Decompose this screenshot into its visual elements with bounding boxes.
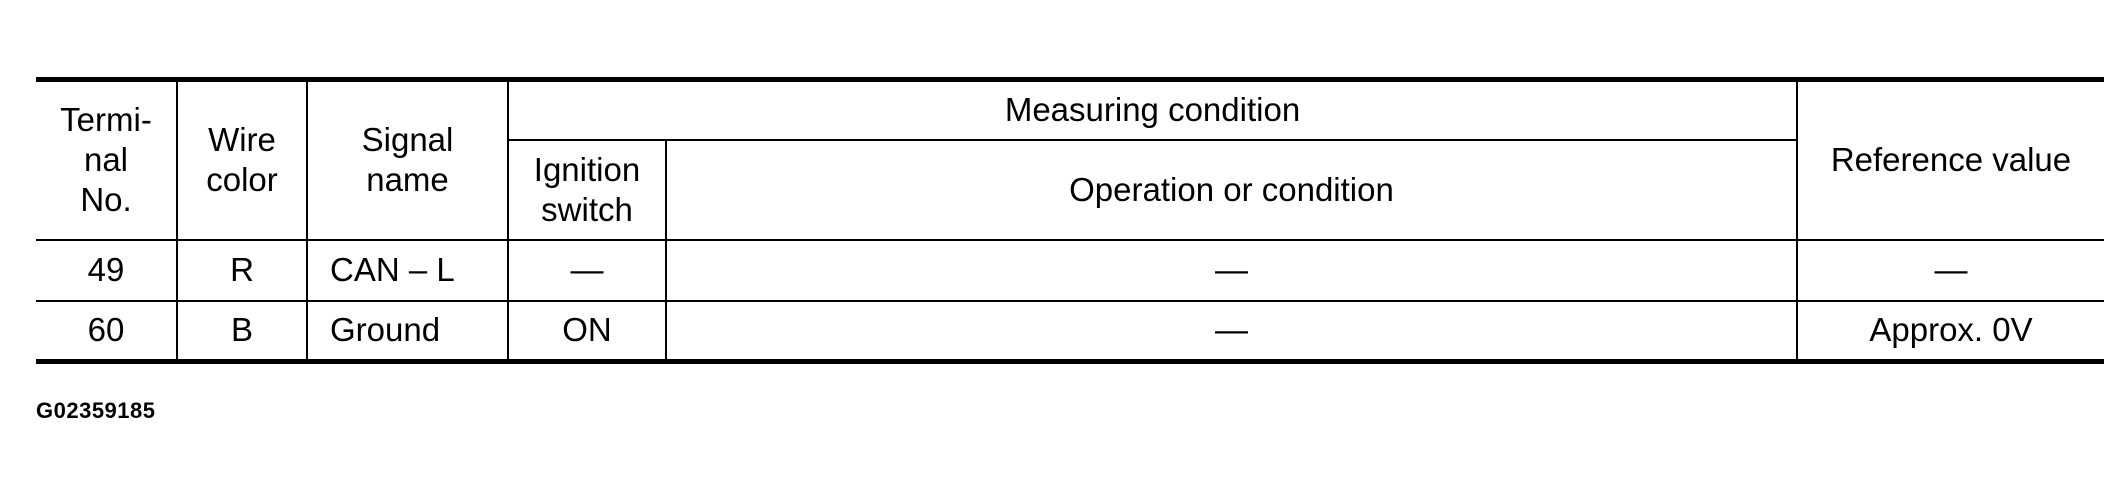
header-terminal-no: Termi- nal No. — [36, 78, 178, 241]
header-reference-value: Reference value — [1796, 78, 2104, 241]
cell-wire-color: R — [176, 238, 308, 302]
header-signal-name: Signal name — [306, 78, 509, 241]
table-row: 60 B Ground ON — Approx. 0V — [36, 299, 2104, 363]
cell-terminal: 60 — [36, 299, 178, 363]
figure-code: G02359185 — [36, 398, 156, 423]
cell-ignition-switch: — — [507, 238, 667, 302]
cell-operation: — — [665, 299, 1798, 363]
header-operation-condition: Operation or condition — [665, 138, 1797, 241]
cell-ignition-switch: ON — [507, 299, 667, 363]
cell-wire-color: B — [176, 299, 308, 363]
header-wire-color: Wire color — [176, 78, 308, 241]
cell-terminal: 49 — [36, 238, 178, 302]
terminal-table-container: Termi- nal No. Wire color Signal name Me… — [36, 77, 2104, 364]
header-ignition-switch: Ignition switch — [508, 138, 667, 241]
table-row: 49 R CAN – L — — — — [36, 238, 2104, 302]
cell-signal-name: CAN – L — [306, 238, 509, 302]
cell-reference-value: — — [1796, 238, 2104, 302]
cell-signal-name: Ground — [306, 299, 509, 363]
cell-operation: — — [665, 238, 1798, 302]
header-measuring-condition: Measuring condition — [507, 78, 1798, 141]
terminal-reference-table: Termi- nal No. Wire color Signal name Me… — [36, 77, 2104, 364]
cell-reference-value: Approx. 0V — [1796, 299, 2104, 363]
